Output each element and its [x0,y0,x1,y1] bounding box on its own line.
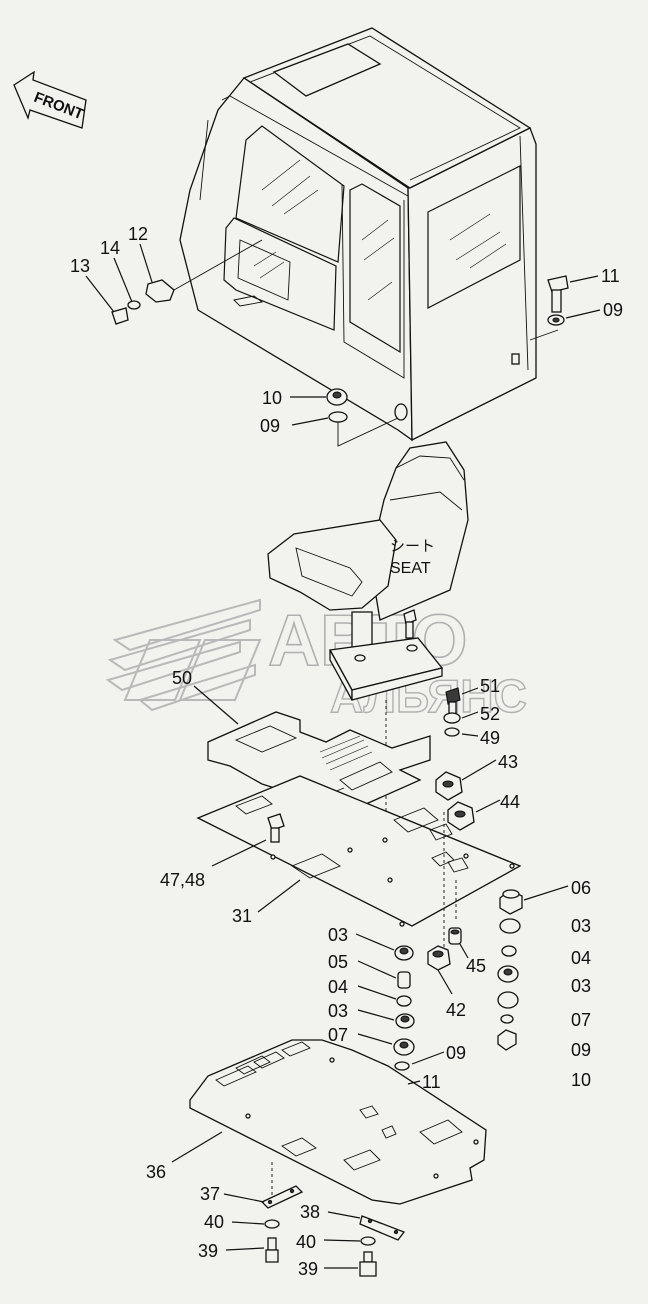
rubber-mounts-43-44 [435,771,475,831]
callout-12: 12 [128,224,148,244]
callout-09-r: 09 [571,1040,591,1060]
callout-51: 51 [480,676,500,696]
callout-11-c: 11 [422,1072,441,1092]
mount-bolt-right [529,275,569,341]
front-arrow: FRONT [13,70,87,129]
callout-47-48: 47,48 [160,870,205,890]
callout-06: 06 [571,878,591,898]
right-mount-stack [497,889,523,1051]
callout-03-c1: 03 [328,925,348,945]
bracket-38-bolt-39 [359,1215,406,1277]
seat-cushion [267,519,397,611]
cab [179,27,537,442]
callout-07-c: 07 [328,1025,348,1045]
roof-hatch [272,43,382,97]
callout-44: 44 [500,792,520,812]
callout-14: 14 [100,238,120,258]
callout-37: 37 [200,1184,220,1204]
seat: シート SEAT [267,441,469,701]
callout-52: 52 [480,704,500,724]
rubber-mount-42-45 [427,927,462,971]
callout-03-r1: 03 [571,916,591,936]
callout-36: 36 [146,1162,166,1182]
callout-39-right: 39 [298,1259,318,1279]
callout-10-r: 10 [571,1070,591,1090]
callout-39-left: 39 [198,1241,218,1261]
callout-38: 38 [300,1202,320,1222]
callout-50: 50 [172,668,192,688]
floor-mat [207,711,431,821]
callout-05: 05 [328,952,348,972]
seat-label-en: SEAT [390,560,431,577]
callout-10-top: 10 [262,388,282,408]
cab-lock-parts [111,239,263,325]
callout-07-r: 07 [571,1010,591,1030]
callout-40-left: 40 [204,1212,224,1232]
seat-armrest [295,547,363,597]
watermark: АВТО АЛЬЯНС [105,598,528,723]
callout-labels: 12 14 13 11 09 10 09 50 51 52 49 43 44 4… [70,224,623,1279]
rear-window [427,165,521,309]
leader-lines [85,243,601,1269]
floor-plate [196,775,522,950]
callout-13: 13 [70,256,90,276]
callout-04-r: 04 [571,948,591,968]
center-mount-stack [393,945,415,1109]
front-window-upper [235,125,345,263]
callout-49: 49 [480,728,500,748]
callout-03-c2: 03 [328,1001,348,1021]
mount-left [326,388,399,447]
callout-45: 45 [466,956,486,976]
callout-09-c: 09 [446,1043,466,1063]
callout-11-top: 11 [601,266,620,286]
callout-40-right: 40 [296,1232,316,1252]
base-plate [189,1039,487,1205]
watermark-logo [105,598,262,712]
callout-03-r2: 03 [571,976,591,996]
callout-43: 43 [498,752,518,772]
seat-label-jp: シート [390,538,435,555]
bracket-37-bolt-39 [260,1162,304,1263]
bolt-47-48 [267,813,285,843]
callout-09-left: 09 [260,416,280,436]
washer-14 [127,300,141,310]
callout-09-top: 09 [603,300,623,320]
screw-13 [111,307,129,325]
callout-04-c: 04 [328,977,348,997]
callout-42: 42 [446,1000,466,1020]
door-window [349,183,401,354]
callout-31: 31 [232,906,252,926]
lock-block-12 [145,279,175,303]
